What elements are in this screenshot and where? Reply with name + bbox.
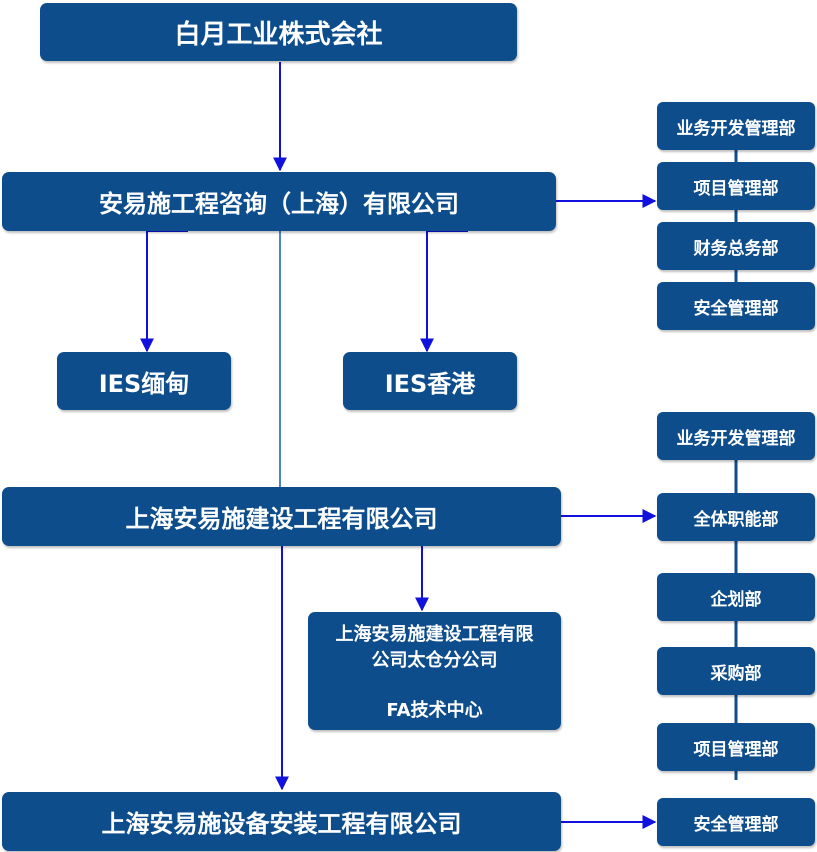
consulting-dept-project-mgmt: 项目管理部	[657, 162, 815, 210]
branch-name-line2: 公司太仓分公司	[371, 650, 498, 671]
installation-company-box: 上海安易施设备安装工程有限公司	[2, 792, 561, 851]
branch-fa-tech-center: FA技术中心	[386, 700, 483, 721]
construction-dept-general-functions: 全体职能部	[657, 493, 815, 541]
consulting-company-box: 安易施工程咨询（上海）有限公司	[2, 172, 556, 231]
installation-dept-safety: 安全管理部	[657, 798, 815, 846]
arrow-consulting-to-hongkong	[420, 230, 468, 353]
construction-dept-purchasing: 采购部	[657, 647, 815, 695]
arrow-consulting-to-myanmar	[140, 230, 188, 353]
consulting-dept-safety: 安全管理部	[657, 282, 815, 330]
branch-name-line1: 上海安易施建设工程有限	[335, 624, 534, 645]
subsidiary-myanmar-box: IES缅甸	[57, 352, 231, 410]
consulting-dept-business-dev: 业务开发管理部	[657, 102, 815, 150]
subsidiary-hongkong-box: IES香港	[343, 352, 517, 410]
taicang-branch-box: 上海安易施建设工程有限 公司太仓分公司 FA技术中心	[308, 612, 561, 730]
construction-dept-project-mgmt: 项目管理部	[657, 723, 815, 771]
root-company-box: 白月工业株式会社	[40, 3, 517, 61]
consulting-dept-finance: 财务总务部	[657, 222, 815, 270]
construction-company-box: 上海安易施建设工程有限公司	[2, 487, 561, 546]
construction-dept-planning: 企划部	[657, 573, 815, 621]
construction-dept-business-dev: 业务开发管理部	[657, 412, 815, 460]
